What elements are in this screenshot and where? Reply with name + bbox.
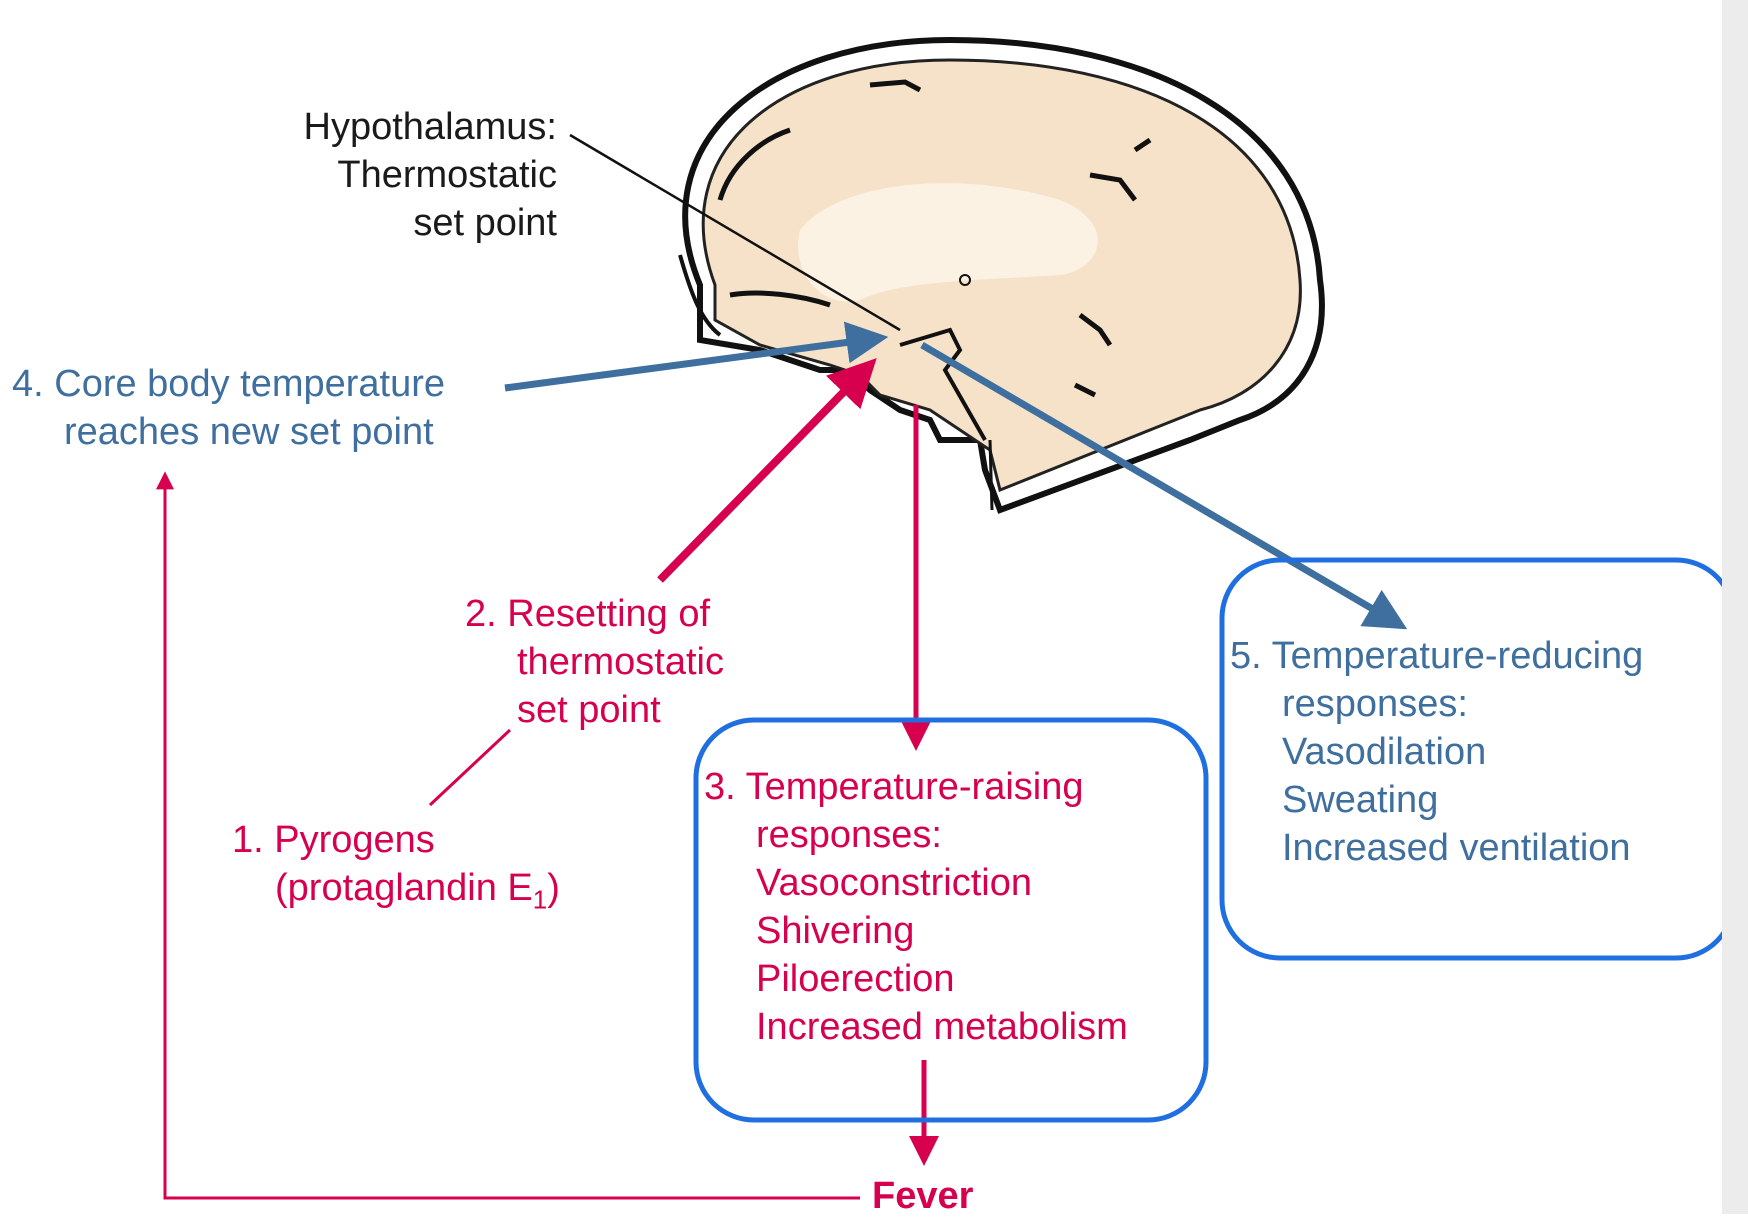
step1-label: 1. Pyrogens (protaglandin E1): [232, 816, 560, 924]
arrow-resetting: [660, 365, 870, 580]
step5-line2: responses:: [1230, 680, 1643, 728]
neck-line: [990, 440, 992, 510]
step1-close-paren: ): [547, 867, 560, 909]
step1-line2-text: (protaglandin E: [275, 867, 533, 909]
step2-line2: thermostatic: [465, 638, 724, 686]
step3-item: Shivering: [704, 907, 1128, 955]
hypothalamus-line1: Hypothalamus:: [275, 103, 557, 151]
step3-label: 3. Temperature-raising responses: Vasoco…: [704, 763, 1128, 1051]
step2-line1: 2. Resetting of: [465, 590, 724, 638]
step1-line1: 1. Pyrogens: [232, 816, 560, 864]
step1-subscript: 1: [533, 885, 547, 915]
step5-line1: 5. Temperature-reducing: [1230, 632, 1643, 680]
step2-label: 2. Resetting of thermostatic set point: [465, 590, 724, 734]
fever-label: Fever: [872, 1172, 973, 1220]
hypothalamus-line2: Thermostatic: [275, 151, 557, 199]
step3-item: Piloerection: [704, 955, 1128, 1003]
pyrogens-pointer: [430, 730, 510, 805]
brain-illustration: [680, 40, 1322, 510]
scrollbar-track[interactable]: [1722, 0, 1748, 1214]
step5-label: 5. Temperature-reducing responses: Vasod…: [1230, 632, 1643, 872]
step5-item: Increased ventilation: [1230, 824, 1643, 872]
step1-line2: (protaglandin E1): [232, 864, 560, 924]
step4-line2: reaches new set point: [12, 408, 445, 456]
step5-item: Sweating: [1230, 776, 1643, 824]
hypothalamus-line3: set point: [275, 199, 557, 247]
step2-line3: set point: [465, 686, 724, 734]
step3-line1: 3. Temperature-raising: [704, 763, 1128, 811]
step5-item: Vasodilation: [1230, 728, 1643, 776]
step3-item: Increased metabolism: [704, 1003, 1128, 1051]
step4-line1: 4. Core body temperature: [12, 360, 445, 408]
hypothalamus-label: Hypothalamus: Thermostatic set point: [275, 103, 557, 247]
step3-item: Vasoconstriction: [704, 859, 1128, 907]
step4-label: 4. Core body temperature reaches new set…: [12, 360, 445, 456]
step3-line2: responses:: [704, 811, 1128, 859]
